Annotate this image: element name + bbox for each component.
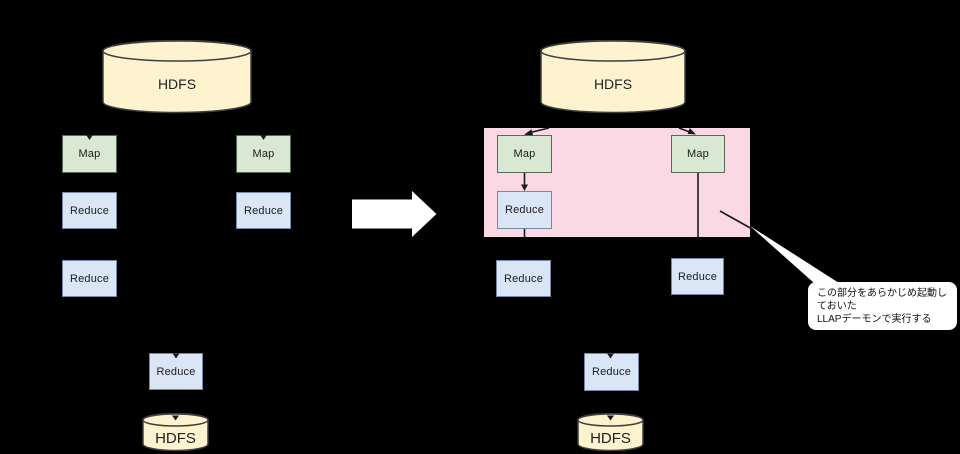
left-map-1: Map — [62, 135, 117, 173]
cylinder-shape-icon — [540, 40, 686, 114]
right-reduce-1: Reduce — [496, 260, 551, 297]
left-hdfs-top-label: HDFS — [157, 76, 197, 92]
left-map-1-label: Map — [78, 148, 101, 160]
left-reduce-final-label: Reduce — [156, 365, 196, 378]
right-reduce-inside-llap: Reduce — [497, 191, 552, 229]
left-reduce-3: Reduce — [62, 260, 117, 297]
right-map-1-label: Map — [513, 148, 536, 160]
left-reduce-1: Reduce — [62, 192, 117, 229]
left-diagram-group: HDFS Map Map Reduce Reduce Reduce Reduce… — [0, 0, 460, 454]
left-reduce-3-label: Reduce — [69, 272, 110, 285]
left-map-2-label: Map — [252, 148, 275, 160]
right-hdfs-top-cylinder: HDFS — [540, 40, 686, 114]
right-hdfs-top-label: HDFS — [593, 76, 633, 92]
llap-callout-line-3: LLAPデーモンで実行する — [817, 314, 932, 325]
right-reduce-2-label: Reduce — [677, 270, 718, 283]
right-reduce-1-label: Reduce — [503, 272, 544, 285]
cylinder-shape-icon — [102, 40, 252, 114]
right-hdfs-bottom-label: HDFS — [590, 430, 631, 447]
left-reduce-1-label: Reduce — [69, 204, 110, 217]
left-hdfs-top-cylinder: HDFS — [102, 40, 252, 114]
llap-callout-line-2: ておいた — [817, 301, 857, 312]
left-hdfs-bottom-label: HDFS — [155, 430, 196, 447]
left-reduce-final: Reduce — [149, 353, 203, 390]
right-map-2-label: Map — [687, 148, 709, 160]
right-reduce-2: Reduce — [671, 258, 724, 295]
llap-callout-bubble: この部分をあらかじめ起動し ておいた LLAPデーモンで実行する — [808, 282, 957, 330]
llap-callout-line-1: この部分をあらかじめ起動し — [817, 288, 947, 299]
right-reduce-final: Reduce — [584, 353, 639, 391]
right-reduce-final-label: Reduce — [591, 366, 632, 378]
left-map-2: Map — [236, 135, 291, 173]
left-reduce-2-label: Reduce — [243, 204, 284, 217]
right-hdfs-bottom-cylinder: HDFS — [577, 413, 644, 452]
right-map-1: Map — [497, 135, 552, 173]
right-reduce-inside-llap-label: Reduce — [504, 204, 545, 216]
left-reduce-2: Reduce — [236, 192, 291, 229]
left-hdfs-bottom-cylinder: HDFS — [142, 413, 209, 452]
right-diagram-group: HDFS Map Map Reduce Reduce Reduce Reduce… — [460, 0, 960, 454]
right-map-2: Map — [671, 135, 725, 173]
